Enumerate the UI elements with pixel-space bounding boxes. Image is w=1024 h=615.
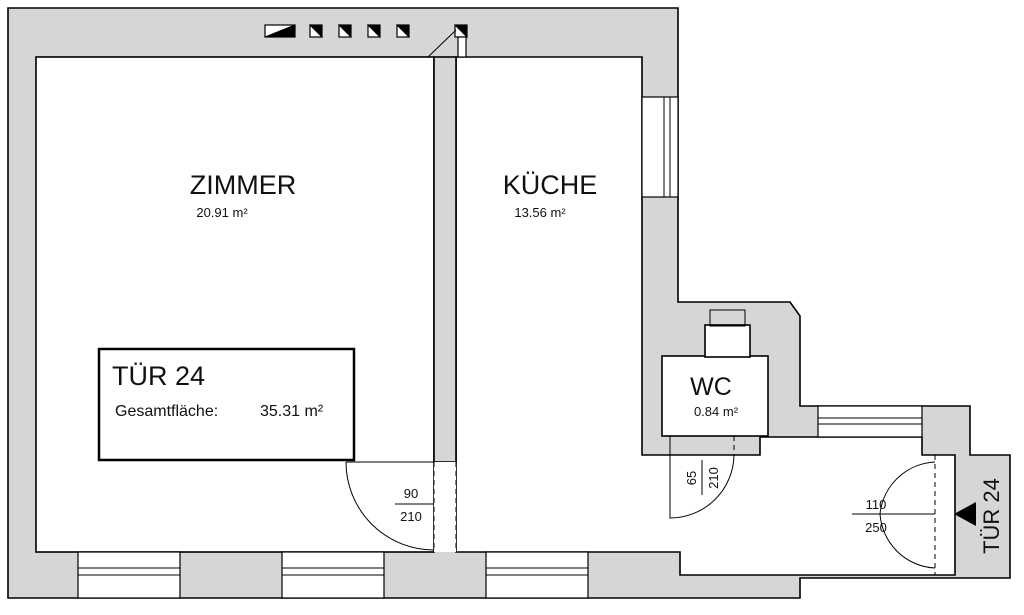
door-entrance [808, 455, 976, 576]
room-zimmer-name: ZIMMER [190, 170, 296, 200]
unit-info-total-label: Gesamtfläche: [115, 403, 218, 420]
door-zimmer [345, 461, 457, 552]
room-zimmer-floor [35, 56, 435, 553]
wc-door-height: 210 [706, 467, 721, 489]
window-corridor [817, 405, 923, 438]
window-kueche-east [641, 96, 679, 198]
flue-shaft [457, 36, 467, 58]
partition-wall [433, 56, 457, 463]
room-zimmer-area: 20.91 m² [196, 205, 248, 220]
wc-cistern [704, 324, 751, 358]
window-bottom-3 [485, 551, 589, 599]
unit-info-total-value: 35.31 m² [260, 403, 324, 420]
zimmer-door-height: 210 [400, 509, 422, 524]
entrance-door-height: 250 [865, 520, 887, 535]
door-wc [669, 436, 735, 519]
room-kueche-name: KÜCHE [503, 170, 598, 200]
window-bottom-1 [77, 551, 181, 599]
wc-cistern-top [709, 309, 746, 327]
unit-info-box: TÜR 24 Gesamtfläche: 35.31 m² [97, 347, 356, 462]
room-wc-name: WC [690, 373, 732, 401]
window-bottom-2 [281, 551, 385, 599]
zimmer-door-width: 90 [404, 486, 418, 501]
entrance-door-width: 110 [866, 497, 887, 512]
room-kueche-area: 13.56 m² [514, 205, 566, 220]
room-kueche-floor [455, 56, 956, 576]
room-wc-area: 0.84 m² [694, 404, 739, 419]
room-wc-floor [661, 355, 769, 437]
flue-row [264, 24, 468, 58]
entrance-arrow-icon [954, 502, 976, 526]
unit-info-title: TÜR 24 [112, 361, 205, 391]
entrance-label: TÜR 24 [979, 478, 1004, 554]
wc-door-width: 65 [684, 471, 699, 485]
